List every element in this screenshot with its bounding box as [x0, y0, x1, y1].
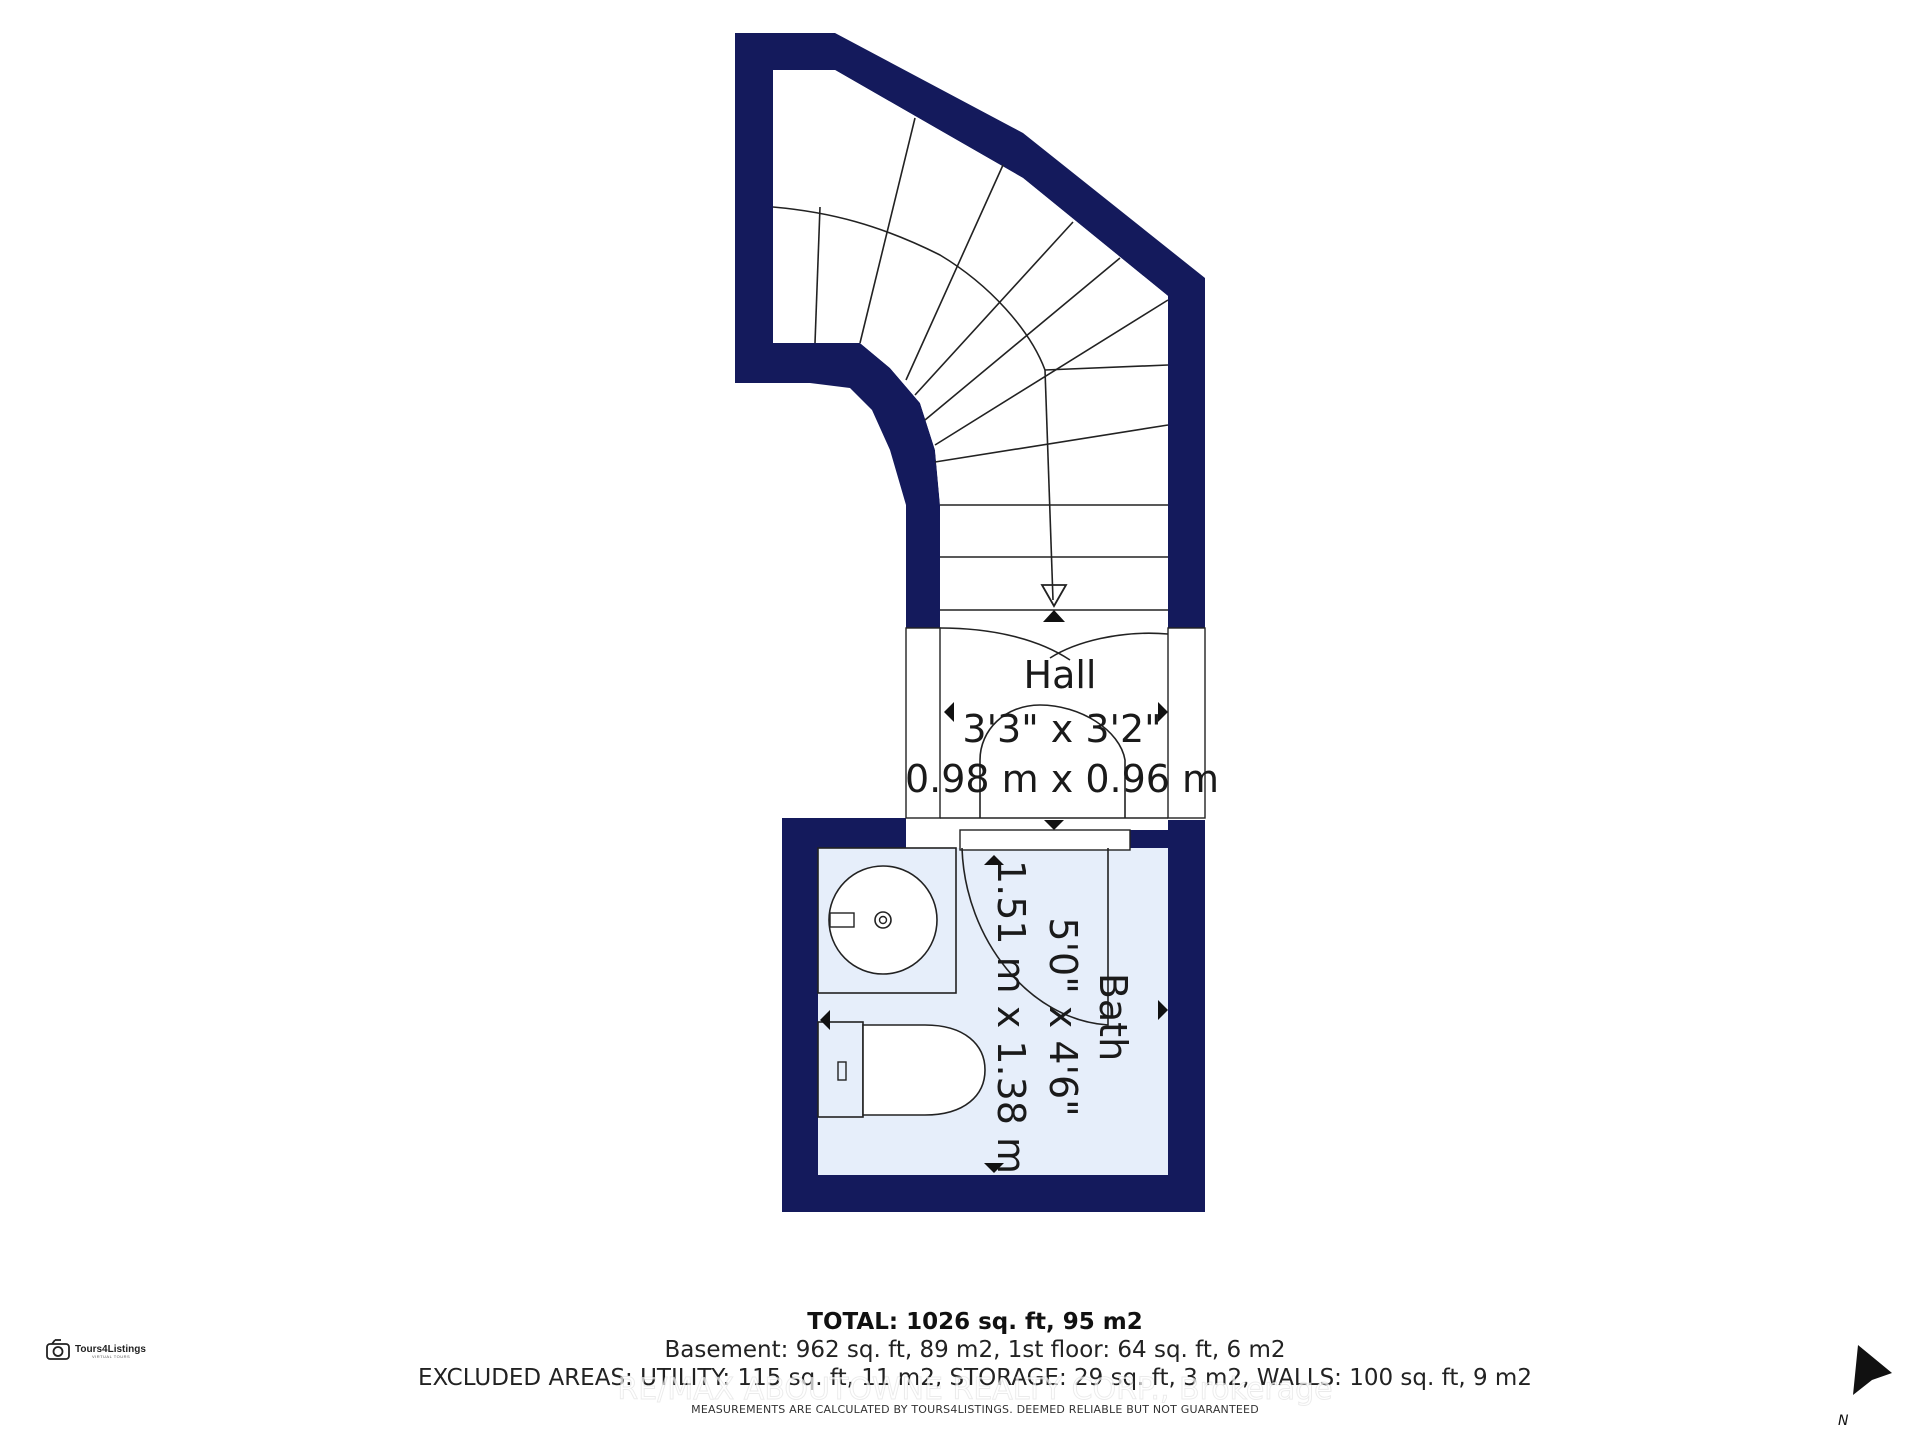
excluded-areas: EXCLUDED AREAS: UTILITY: 115 sq. ft, 11 …	[418, 1365, 1532, 1391]
compass-letter: N	[1838, 1413, 1849, 1429]
hall-floor	[940, 628, 1168, 818]
hall-label: Hall	[1024, 653, 1097, 697]
compass: N	[1838, 1345, 1892, 1429]
stair-tread	[1044, 364, 1169, 371]
toilet-flush-icon	[837, 1061, 847, 1081]
stair-tread	[814, 206, 821, 344]
brokerage-watermark: RE/MAX ABOUTOWNE REALTY CORP., Brokerage	[617, 1372, 1332, 1407]
bath-label: Bath	[1091, 973, 1135, 1061]
footer: TOTAL: 1026 sq. ft, 95 m2 Basement: 962 …	[418, 1309, 1532, 1416]
dim-arrow-right-icon	[1158, 1000, 1168, 1020]
sink-basin	[828, 865, 938, 975]
logo-name: Tours4Listings	[75, 1344, 146, 1355]
stair-tread	[905, 164, 1004, 381]
stair-arrow-line	[1044, 369, 1054, 601]
stair-tread	[934, 299, 1169, 446]
toilet-bowl	[862, 1024, 986, 1116]
disclaimer: MEASUREMENTS ARE CALCULATED BY TOURS4LIS…	[691, 1403, 1259, 1416]
door-swing-arc	[939, 627, 1071, 661]
sink-drain-icon	[874, 911, 892, 929]
north-arrow-icon	[1853, 1345, 1892, 1395]
sink-faucet-icon	[829, 912, 855, 928]
hall-dimensions-imperial: 3'3" x 3'2"	[962, 707, 1161, 751]
bath-door-swing	[961, 847, 1109, 1026]
toilet-tank	[817, 1021, 864, 1118]
hall-dimensions-metric: 0.98 m x 0.96 m	[905, 757, 1219, 801]
stair-curve	[772, 206, 1046, 371]
bath-dimensions-imperial: 5'0" x 4'6"	[1041, 917, 1085, 1116]
hall-right-opening	[1167, 627, 1206, 819]
bath-room: Bath 5'0" x 4'6" 1.51 m x 1.38 m	[817, 829, 1168, 1175]
stair-floor	[773, 70, 1168, 628]
stair-tread	[859, 117, 916, 344]
dim-arrow-top-icon	[984, 855, 1004, 865]
stair-tread	[934, 424, 1169, 463]
tours4listings-logo: Tours4Listings VIRTUAL TOURS	[46, 1339, 146, 1360]
door-swing-arc	[1049, 632, 1169, 659]
dim-arrow-bottom-icon	[1044, 820, 1064, 830]
door-swing-arc	[979, 704, 1126, 818]
dim-arrow-bottom-icon	[984, 1163, 1004, 1173]
stair-tread	[914, 221, 1074, 396]
dim-arrow-right-icon	[1158, 702, 1168, 722]
stair-arrow-icon	[1040, 584, 1068, 608]
dim-arrow-left-icon	[944, 702, 954, 722]
camera-icon	[46, 1339, 70, 1360]
bath-dimensions-metric: 1.51 m x 1.38 m	[989, 860, 1033, 1174]
bath-door-opening	[959, 829, 1131, 851]
hall-room: Hall 3'3" x 3'2" 0.98 m x 0.96 m	[905, 627, 1219, 830]
sink-drain-inner	[878, 915, 888, 925]
total-area: TOTAL: 1026 sq. ft, 95 m2	[807, 1309, 1142, 1335]
logo-tagline: VIRTUAL TOURS	[92, 1354, 130, 1359]
stair-arrow-head-icon	[1043, 610, 1065, 622]
stair-tread	[924, 257, 1121, 421]
hall-left-opening	[905, 627, 941, 819]
floor-areas: Basement: 962 sq. ft, 89 m2, 1st floor: …	[665, 1337, 1286, 1363]
dim-arrow-left-icon	[820, 1010, 830, 1030]
